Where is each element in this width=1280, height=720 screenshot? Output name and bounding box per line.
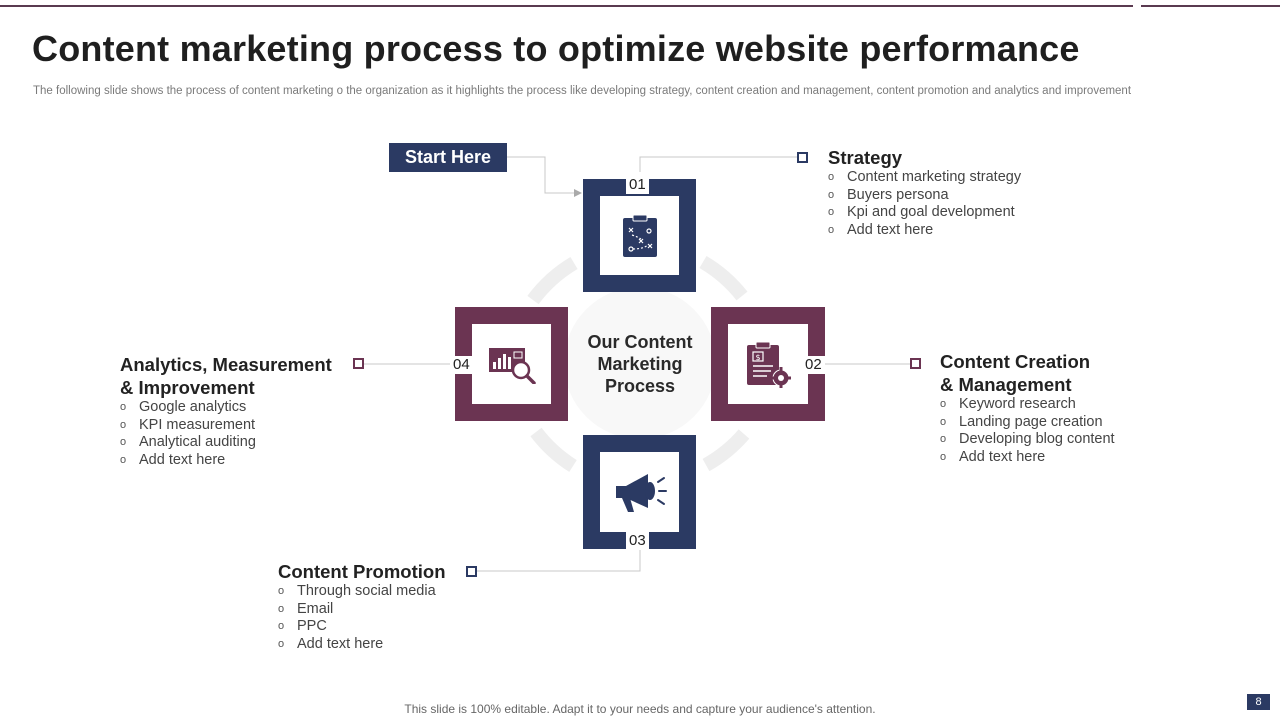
- creation-marker: [910, 358, 921, 369]
- step-04-number: 04: [450, 356, 473, 374]
- cycle-arc-4: [530, 427, 577, 472]
- start-connector: [507, 156, 576, 194]
- footer-note: This slide is 100% editable. Adapt it to…: [404, 702, 876, 716]
- analytics-heading-line-2: & Improvement: [120, 377, 255, 398]
- step-01-inner: [600, 196, 679, 275]
- creation-heading-line-2: & Management: [940, 374, 1072, 395]
- strategy-marker: [797, 152, 808, 163]
- step-04-inner: [472, 324, 551, 404]
- promotion-heading: Content Promotion: [278, 561, 446, 582]
- start-arrowhead: [574, 189, 582, 197]
- svg-text:$: $: [756, 353, 761, 362]
- center-label-line-2: Marketing: [597, 354, 683, 374]
- center-label-line-1: Our Content: [587, 332, 693, 352]
- step-02-frame: $: [711, 307, 825, 421]
- strategy-board-icon: [622, 214, 657, 257]
- analytics-heading-line-1: Analytics, Measurement: [120, 354, 332, 375]
- step-03-inner: [600, 452, 679, 532]
- cycle-arc-2: [699, 255, 748, 301]
- step-03-frame: [583, 435, 696, 549]
- page-subtitle: The following slide shows the process of…: [33, 85, 1132, 97]
- step-02-number: 02: [802, 356, 825, 374]
- cycle-arc-3: [702, 429, 750, 472]
- step-04-frame: [455, 307, 568, 421]
- center-label: Our Content Marketing Process: [575, 331, 705, 397]
- analytics-magnifier-icon: [488, 348, 536, 384]
- top-rule-right: [1141, 5, 1280, 7]
- analytics-marker: [353, 358, 364, 369]
- megaphone-icon: [615, 474, 667, 512]
- step-01-number: 01: [626, 176, 649, 194]
- step-01-frame: [583, 179, 696, 292]
- start-here-label: Start Here: [389, 143, 507, 172]
- step-03-number: 03: [626, 532, 649, 550]
- center-label-line-3: Process: [604, 376, 676, 396]
- document-gear-icon: $: [747, 341, 791, 388]
- center-circle: [564, 287, 716, 439]
- strategy-heading: Strategy: [828, 147, 903, 168]
- page-title: Content marketing process to optimize we…: [32, 28, 1080, 69]
- page-number: 8: [1247, 694, 1270, 710]
- step-02-inner: $: [728, 324, 808, 404]
- promotion-connector: [474, 548, 641, 572]
- creation-heading-line-1: Content Creation: [940, 351, 1091, 372]
- promotion-marker: [466, 566, 477, 577]
- strategy-connector: [639, 156, 798, 172]
- top-rule-left: [0, 5, 1133, 7]
- cycle-arc-1: [527, 256, 578, 305]
